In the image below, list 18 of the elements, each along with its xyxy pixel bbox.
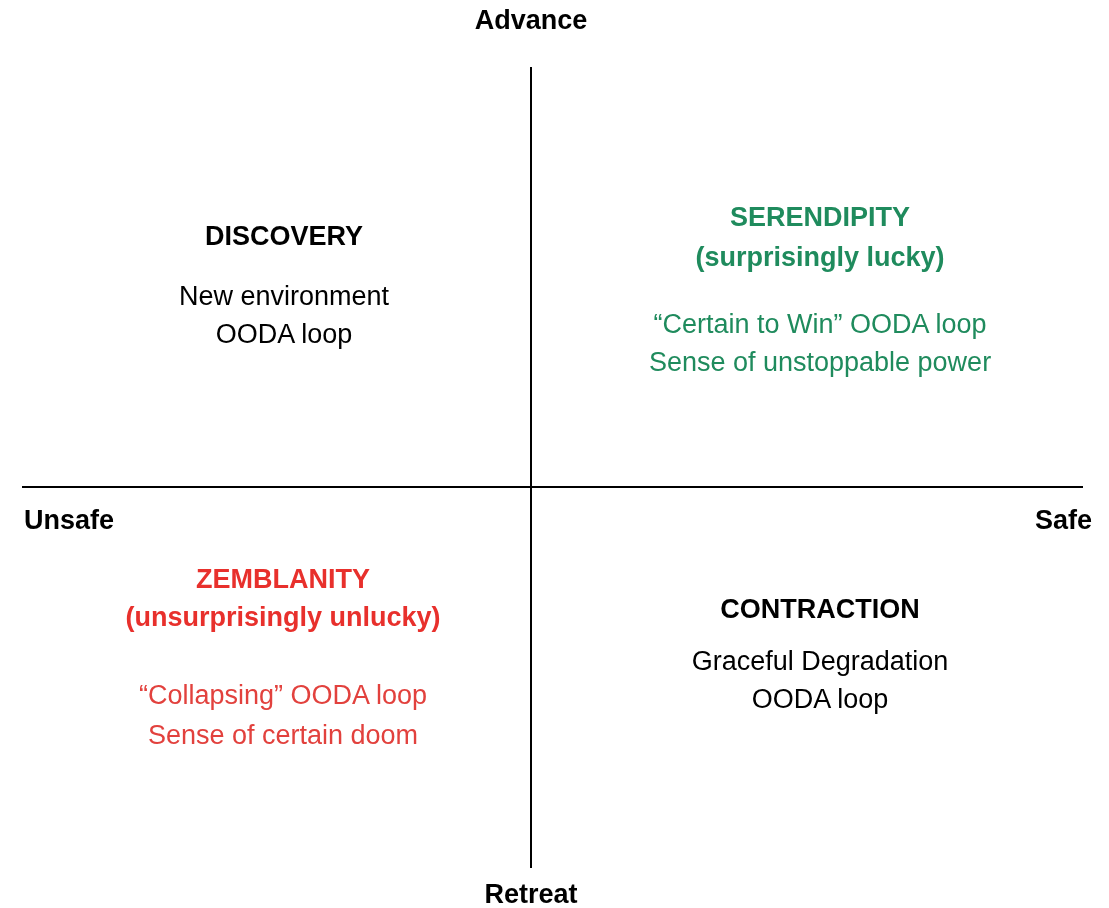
axis-label: Unsafe [24, 506, 115, 536]
quadrant-title: DISCOVERY [205, 222, 363, 252]
quadrant-text: Sense of unstoppable power [648, 348, 992, 378]
axis-label: Advance [474, 6, 588, 36]
quadrant-text: OODA loop [751, 685, 889, 715]
quadrant-title: CONTRACTION [720, 595, 920, 625]
quadrant-text: “Certain to Win” OODA loop [653, 310, 987, 340]
quadrant-text: OODA loop [215, 320, 353, 350]
quadrant-text: New environment [178, 282, 390, 312]
quadrant-title: SERENDIPITY [730, 203, 910, 233]
axis-label: Retreat [484, 880, 578, 908]
axis-label: Safe [1034, 506, 1092, 536]
quadrant-text: Sense of certain doom [147, 721, 419, 751]
quadrant-title: ZEMBLANITY [196, 565, 370, 595]
quadrant-subtitle: (unsurprisingly unlucky) [125, 603, 441, 633]
quadrant-text: Graceful Degradation [691, 647, 949, 677]
quadrant-text: “Collapsing” OODA loop [138, 681, 428, 711]
quadrant-subtitle: (surprisingly lucky) [695, 243, 945, 273]
